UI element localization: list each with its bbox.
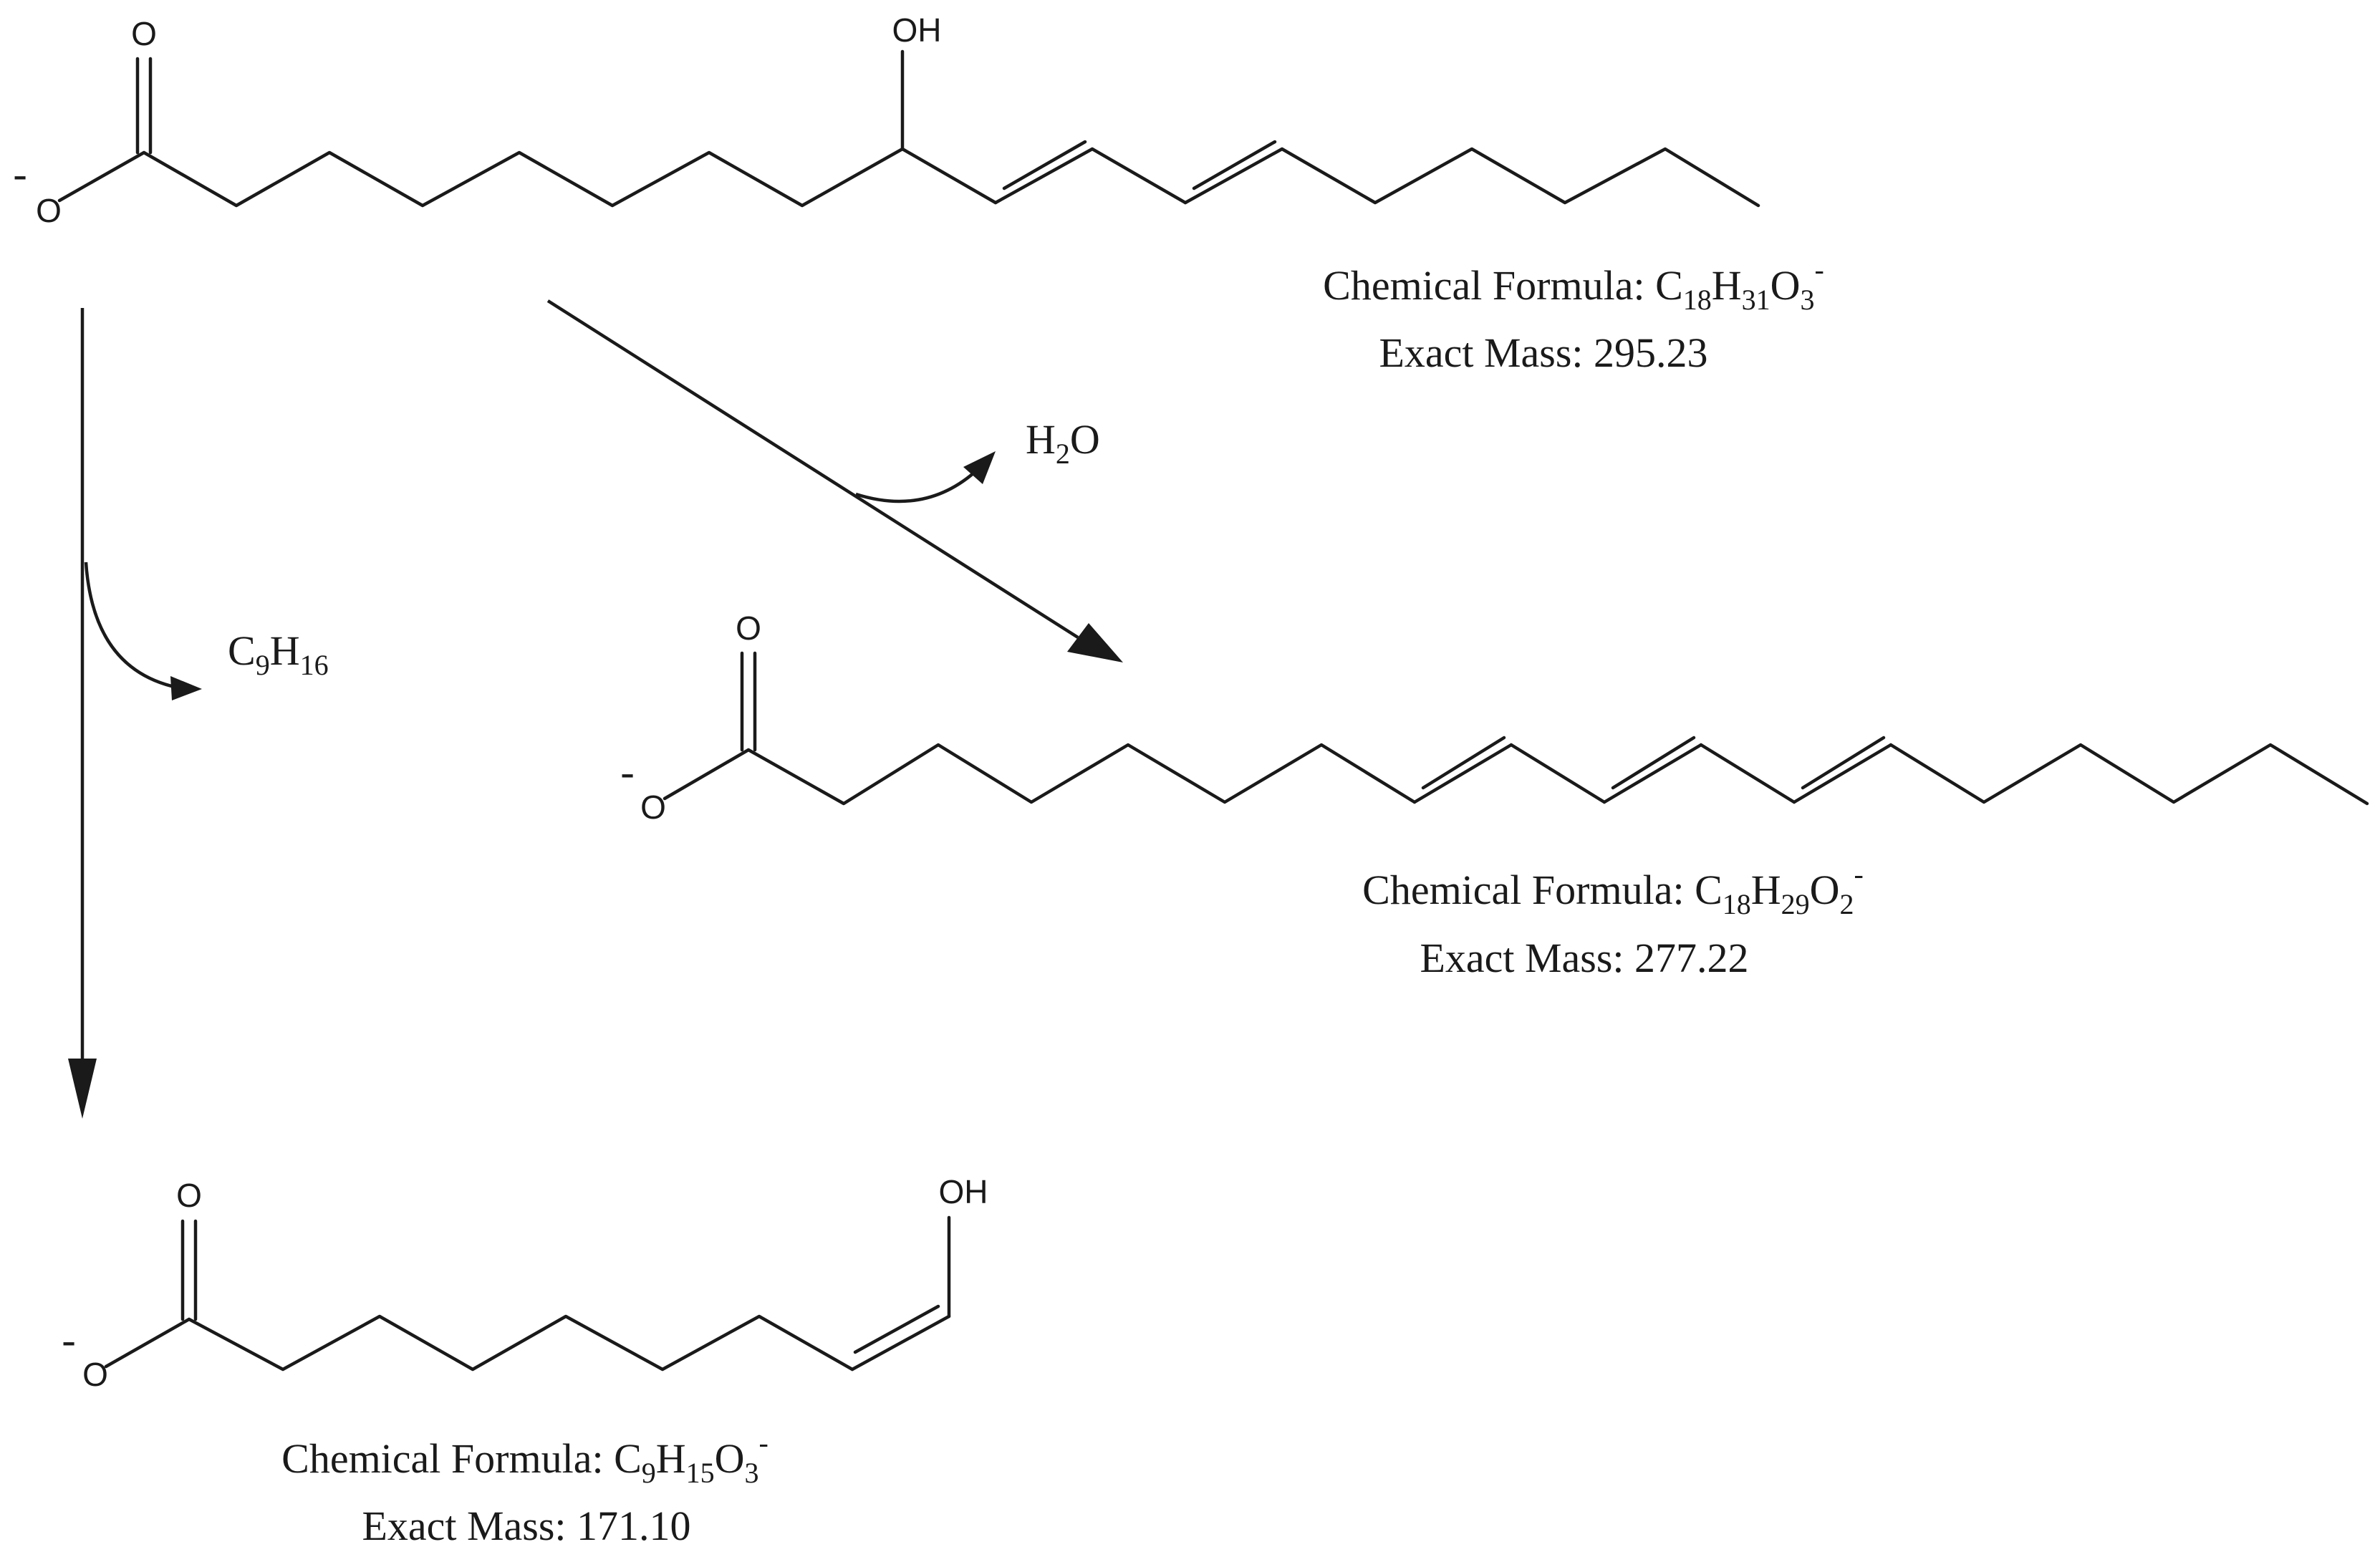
dehydration-product-mass: Exact Mass: 277.22 [1420, 935, 1748, 981]
water-loss-label: H2O [1026, 416, 1100, 470]
alkene-loss-label: C9H16 [228, 627, 329, 681]
reactant-structure: O O - OH [13, 11, 1760, 229]
cleavage-product-structure: O O - OH [62, 1173, 988, 1393]
reactant-mass: Exact Mass: 295.23 [1379, 329, 1707, 376]
cleavage-product-mass: Exact Mass: 171.10 [362, 1503, 690, 1549]
hydroxyl-label: OH [892, 11, 942, 49]
carboxylate-oxygen-label: O [82, 1356, 108, 1393]
negative-charge-label: - [62, 1316, 75, 1363]
dehydration-product-formula-line: Chemical Formula: C18H29O2- [1362, 858, 1864, 920]
negative-charge-label: - [13, 150, 27, 197]
cleavage-arrow [68, 308, 202, 1119]
hydroxyl-label: OH [939, 1173, 988, 1210]
dehydration-product-formula: Chemical Formula: C18H29O2- Exact Mass: … [1362, 858, 1864, 981]
negative-charge-label: - [620, 748, 634, 795]
cleavage-product-formula-line: Chemical Formula: C9H15O3- [281, 1427, 769, 1489]
carbonyl-oxygen-label: O [176, 1177, 202, 1214]
dehydration-product-structure: O O - [620, 609, 2369, 826]
dehydration-arrow [546, 299, 1123, 662]
reactant-formula-line: Chemical Formula: C18H31O3- [1323, 254, 1824, 316]
cleavage-product-formula: Chemical Formula: C9H15O3- Exact Mass: 1… [281, 1427, 769, 1549]
carbonyl-oxygen-label: O [131, 15, 157, 52]
reactant-formula: Chemical Formula: C18H31O3- Exact Mass: … [1323, 254, 1824, 376]
carboxylate-oxygen-label: O [640, 789, 666, 826]
carboxylate-oxygen-label: O [36, 192, 62, 229]
carbonyl-oxygen-label: O [736, 609, 761, 647]
